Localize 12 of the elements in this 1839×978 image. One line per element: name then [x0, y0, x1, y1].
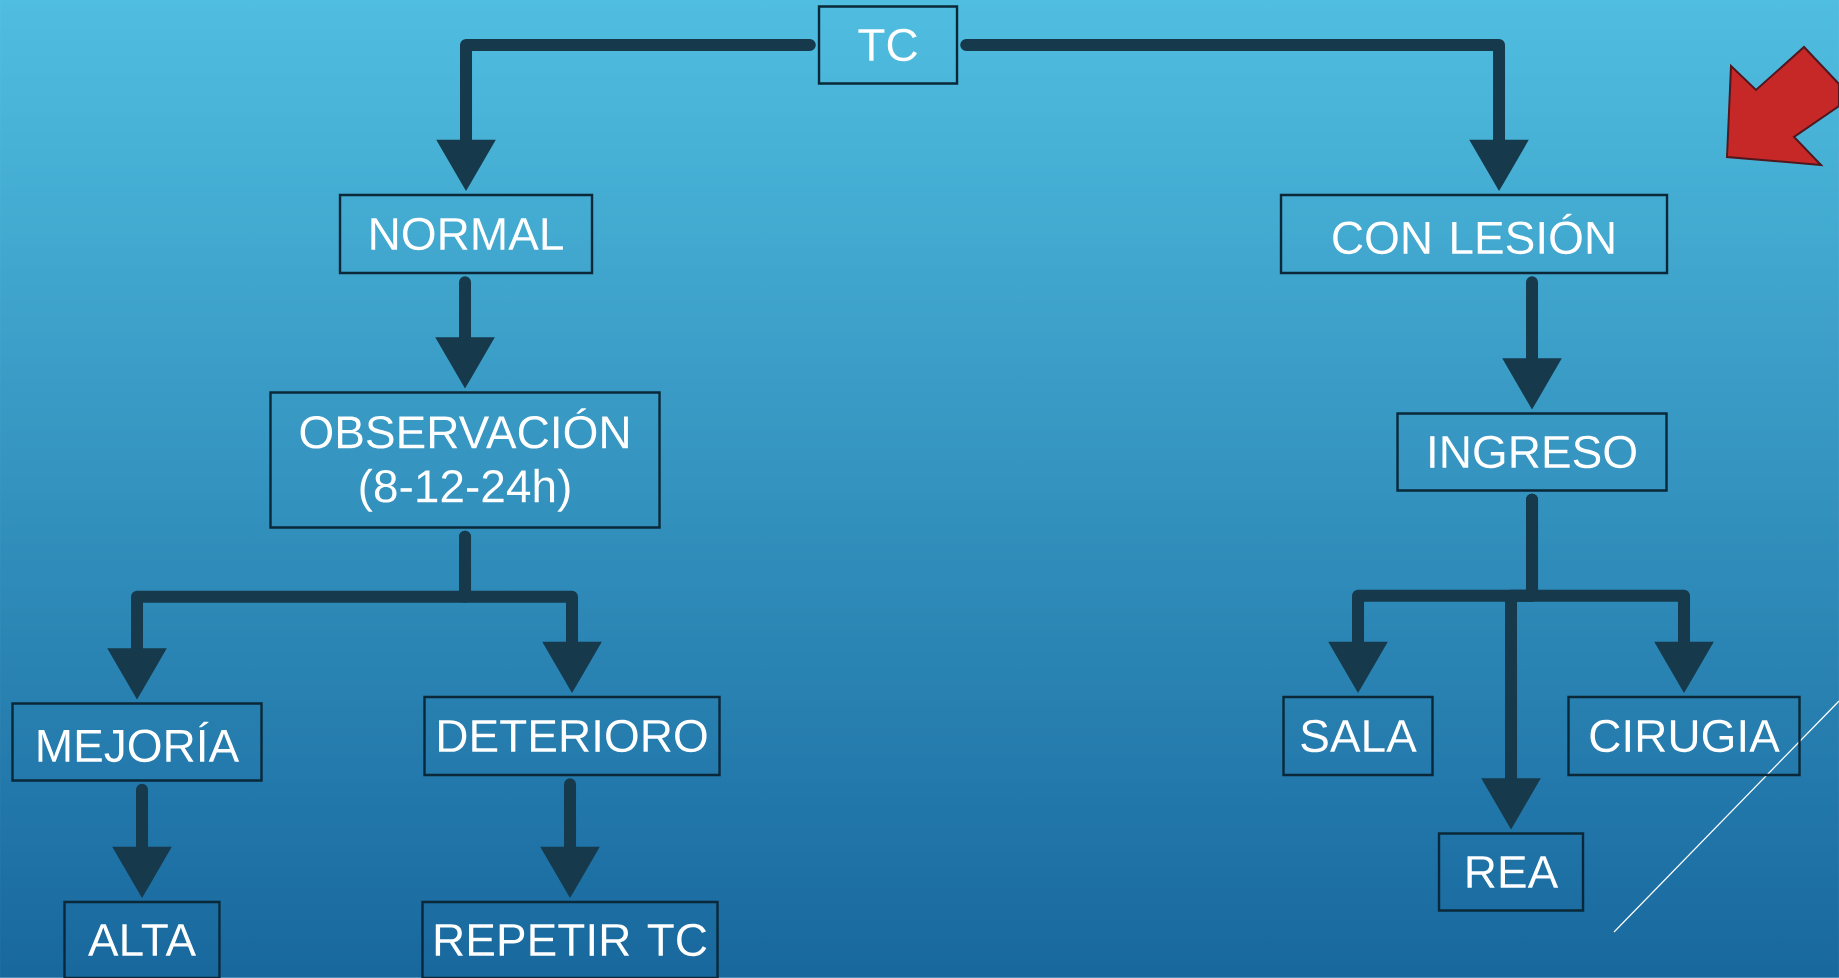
flow-box: REPETIR TC — [421, 900, 719, 978]
flow-box: CON LESIÓN — [1279, 193, 1669, 275]
flow-box: INGRESO — [1396, 412, 1668, 492]
flow-box: CIRUGIA — [1567, 695, 1801, 777]
flow-box: MEJORÍA — [11, 702, 263, 782]
flow-box: DETERIORO — [423, 695, 721, 777]
flow-box: OBSERVACIÓN (8-12-24h) — [269, 391, 661, 529]
flow-box: REA — [1437, 832, 1585, 912]
flow-box: NORMAL — [338, 193, 594, 275]
flow-box: SALA — [1282, 695, 1434, 777]
flow-box: TC — [817, 5, 959, 85]
flow-box: ALTA — [63, 900, 221, 978]
